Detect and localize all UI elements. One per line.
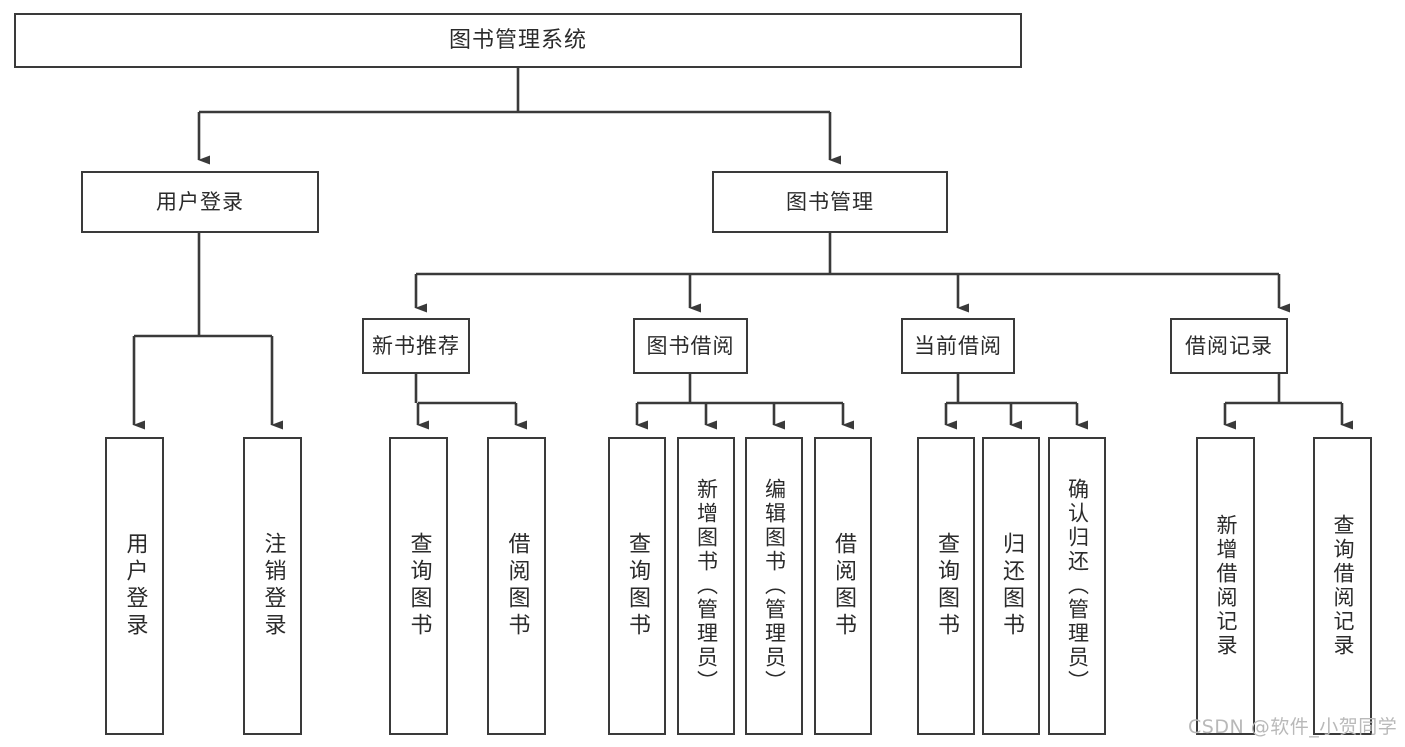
node-label: 借阅图书	[504, 532, 530, 640]
leaf-borrow-query-book[interactable]: 查询图书	[608, 437, 666, 735]
node-label: 用户登录	[122, 532, 148, 640]
node-label: 新增图书（管理员）	[694, 478, 719, 694]
node-label: 借阅图书	[831, 532, 856, 640]
node-label: 新书推荐	[372, 333, 460, 358]
leaf-borrow-edit-book-admin[interactable]: 编辑图书（管理员）	[745, 437, 803, 735]
leaf-user-login-logout[interactable]: 注销登录	[243, 437, 302, 735]
node-label: 归还图书	[999, 532, 1024, 640]
node-label: 当前借阅	[914, 333, 1002, 358]
node-label: 用户登录	[156, 189, 244, 214]
leaf-record-query-record[interactable]: 查询借阅记录	[1313, 437, 1372, 735]
node-user-login[interactable]: 用户登录	[81, 171, 319, 233]
leaf-current-return-book[interactable]: 归还图书	[982, 437, 1040, 735]
node-label: 查询图书	[934, 532, 959, 640]
node-current-borrow[interactable]: 当前借阅	[901, 318, 1015, 374]
node-borrow-record[interactable]: 借阅记录	[1170, 318, 1288, 374]
node-new-book-recommend[interactable]: 新书推荐	[362, 318, 470, 374]
node-label: 图书管理系统	[448, 27, 587, 53]
node-root-system[interactable]: 图书管理系统	[14, 13, 1022, 68]
leaf-recommend-query-book[interactable]: 查询图书	[389, 437, 448, 735]
node-label: 图书借阅	[646, 333, 735, 358]
node-label: 查询图书	[625, 532, 650, 640]
leaf-current-confirm-return-admin[interactable]: 确认归还（管理员）	[1048, 437, 1106, 735]
node-label: 注销登录	[260, 532, 286, 640]
node-label: 新增借阅记录	[1214, 514, 1238, 658]
leaf-record-add-record[interactable]: 新增借阅记录	[1196, 437, 1255, 735]
node-label: 编辑图书（管理员）	[762, 478, 787, 694]
node-label: 借阅记录	[1185, 333, 1273, 358]
leaf-borrow-add-book-admin[interactable]: 新增图书（管理员）	[677, 437, 735, 735]
node-label: 确认归还（管理员）	[1065, 478, 1090, 694]
leaf-recommend-borrow-book[interactable]: 借阅图书	[487, 437, 546, 735]
node-label: 查询图书	[406, 532, 432, 640]
node-label: 查询借阅记录	[1331, 514, 1355, 658]
node-book-management[interactable]: 图书管理	[712, 171, 948, 233]
node-book-borrow[interactable]: 图书借阅	[633, 318, 748, 374]
leaf-user-login-login[interactable]: 用户登录	[105, 437, 164, 735]
leaf-current-query-book[interactable]: 查询图书	[917, 437, 975, 735]
leaf-borrow-borrow-book[interactable]: 借阅图书	[814, 437, 872, 735]
node-label: 图书管理	[786, 189, 874, 214]
